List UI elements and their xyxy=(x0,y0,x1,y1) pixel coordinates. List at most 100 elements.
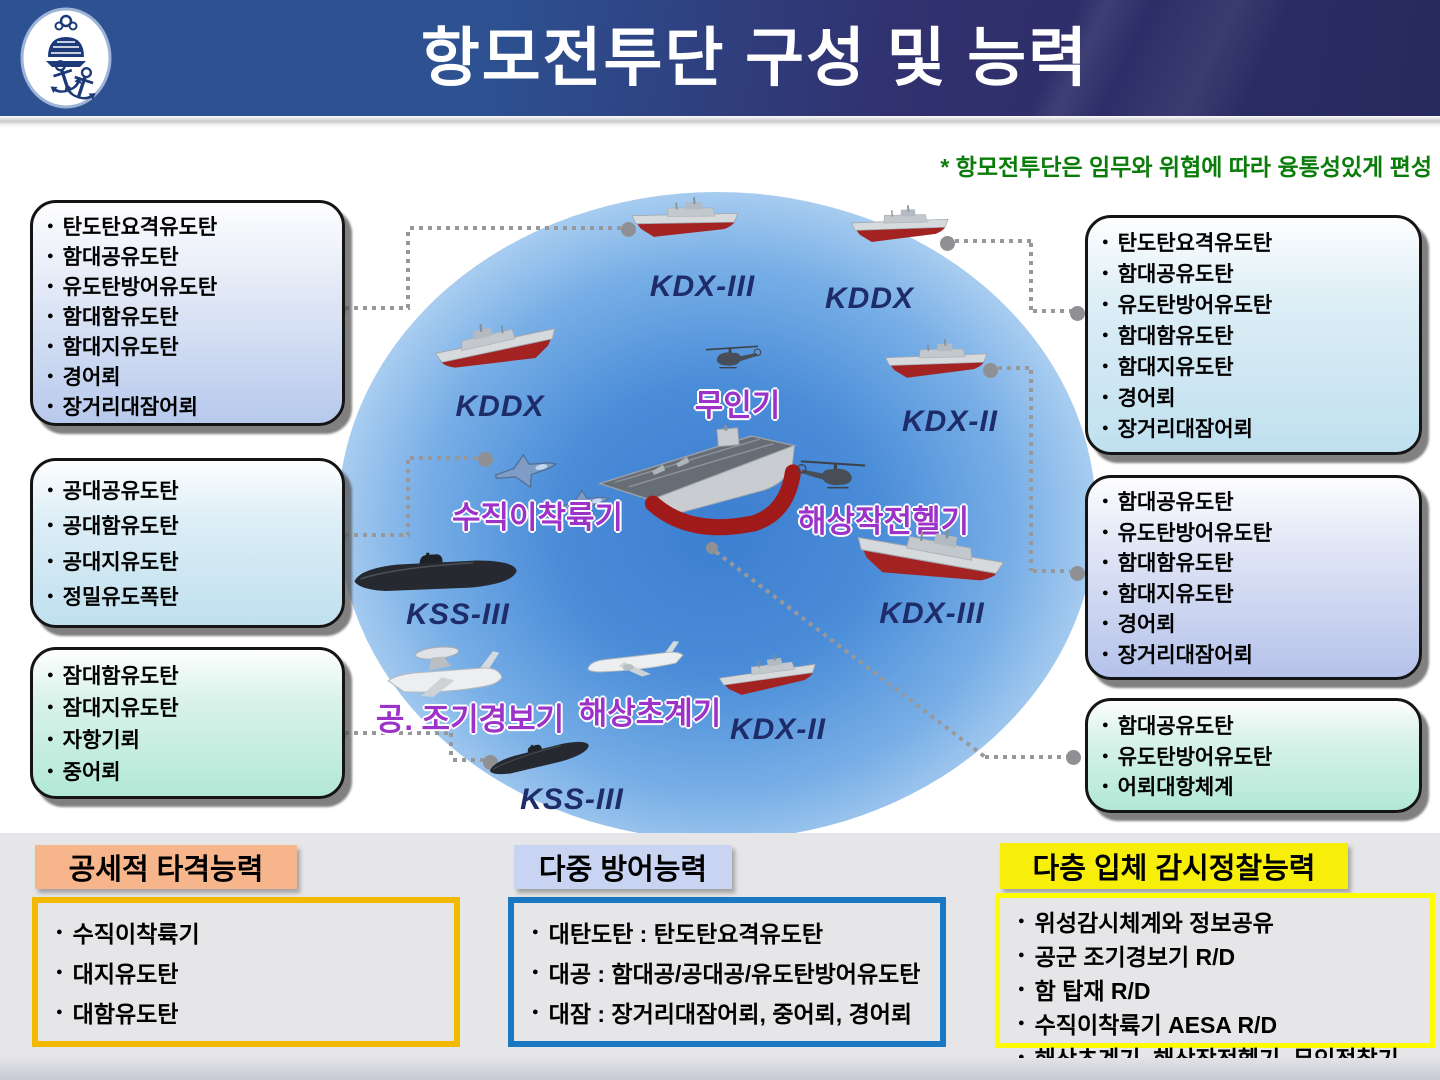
weapon-item-label: 탄도탄요격유도탄 xyxy=(1117,232,1273,255)
weapon-item: ● 함대지유도탄 xyxy=(1102,351,1413,381)
submarine-icon xyxy=(347,543,524,604)
weapon-item: ● 함대공유도탄 xyxy=(47,241,336,271)
weapon-item-label: 잠대지유도탄 xyxy=(62,697,179,720)
weapon-item-label: 함대지유도탄 xyxy=(1117,356,1234,379)
connector-line xyxy=(345,306,410,310)
navy-emblem-logo: ⚓ ⚓ xyxy=(20,7,112,111)
bullet: ● xyxy=(47,733,54,745)
weapon-item: ●함대지유도탄 xyxy=(1102,578,1413,608)
weapon-item-label: 자항기뢰 xyxy=(62,729,140,752)
capability-item-label: 대잠 : 장거리대잠어뢰, 중어뢰, 경어뢰 xyxy=(548,1001,913,1027)
header-bar xyxy=(0,0,1440,116)
capability-item: ●대공 : 함대공/공대공/유도탄방어유도탄 xyxy=(532,955,930,989)
weapon-item-label: 유도탄방어유도탄 xyxy=(1117,294,1273,317)
bullet: ● xyxy=(1102,422,1109,434)
connector-line xyxy=(998,366,1033,370)
weapon-item-label: 함대함유도탄 xyxy=(62,306,179,329)
capability-item-label: 공군 조기경보기 R/D xyxy=(1034,944,1236,970)
aircraft-label: 무인기 xyxy=(694,388,781,423)
capability-item: ●대잠 : 장거리대잠어뢰, 중어뢰, 경어뢰 xyxy=(532,995,930,1029)
weapon-item: ●공대공유도탄 xyxy=(47,475,336,505)
destroyer-icon xyxy=(846,201,955,254)
connector-line xyxy=(985,755,1068,759)
bullet: ● xyxy=(1102,718,1109,731)
connector-line xyxy=(1033,569,1070,573)
bullet: ● xyxy=(1102,617,1109,630)
weapon-item-label: 어뢰대항체계 xyxy=(1117,776,1234,800)
weapon-item: ●중어뢰 xyxy=(47,756,336,786)
capability-item-label: 수직이착륙기 AESA R/D xyxy=(1034,1012,1278,1038)
bullet: ● xyxy=(1102,525,1109,538)
weapon-item-label: 함대함유도탄 xyxy=(1117,552,1234,576)
aircraft-label: 수직이착륙기 xyxy=(451,500,624,535)
bullet: ● xyxy=(1018,949,1025,961)
bullet: ● xyxy=(47,483,54,496)
weapon-item-label: 장거리대잠어뢰 xyxy=(1117,643,1253,667)
bullet: ● xyxy=(1102,780,1109,793)
weapon-item-label: 함대지유도탄 xyxy=(62,336,179,359)
bullet: ● xyxy=(56,926,63,938)
capability-item-label: 대함유도탄 xyxy=(72,1001,179,1027)
capability-item: ●대지유도탄 xyxy=(56,955,444,989)
bullet: ● xyxy=(47,310,54,322)
weapon-item: ● 경어뢰 xyxy=(1102,608,1413,638)
weapon-item: ● 함대공유도탄 xyxy=(1102,486,1413,516)
connector-line xyxy=(1029,243,1033,311)
header-bevel xyxy=(0,116,1440,128)
bullet: ● xyxy=(47,701,54,713)
bullet: ● xyxy=(1102,267,1109,279)
connector-line xyxy=(1029,370,1033,571)
weapon-item-label: 공대함유도탄 xyxy=(62,515,179,539)
weapon-item-label: 함대지유도탄 xyxy=(1117,582,1234,606)
weapon-item: ●탄도탄요격유도탄 xyxy=(47,211,336,241)
ship-label: KSS-III xyxy=(520,783,624,816)
capability-item: ● 수직이착륙기 AESA R/D xyxy=(1018,1006,1420,1040)
connector-line xyxy=(406,460,410,535)
weapon-item: ●함대공유도탄 xyxy=(1102,258,1413,288)
bullet: ● xyxy=(1102,360,1109,372)
connector-dot xyxy=(621,222,636,237)
connector-line xyxy=(453,758,485,762)
weapon-item: ●함대공유도탄 xyxy=(1102,710,1413,740)
weapon-item-label: 정밀유도폭탄 xyxy=(62,586,179,610)
weapon-item: ●공대함유도탄 xyxy=(47,510,336,540)
capability-box-strike: ●수직이착륙기●대지유도탄●대함유도탄 xyxy=(32,897,460,1047)
weapon-item-label: 함대공유도탄 xyxy=(62,246,179,269)
capability-header-surveillance: 다층 입체 감시정찰능력 xyxy=(1000,843,1348,889)
weapon-item: ● 잠대지유도탄 xyxy=(47,692,336,722)
capability-header-defense: 다중 방어능력 xyxy=(514,845,732,889)
bullet: ● xyxy=(1102,298,1109,310)
bullet: ● xyxy=(47,400,54,412)
connector-line xyxy=(955,239,1033,243)
ship-label: KDX-II xyxy=(730,713,826,746)
bullet: ● xyxy=(56,1006,63,1018)
capability-item: ● 대함유도탄 xyxy=(56,995,444,1029)
bullet: ● xyxy=(1102,495,1109,508)
bullet: ● xyxy=(47,590,54,603)
connector-dot xyxy=(478,452,493,467)
uav-helicopter-icon xyxy=(702,342,762,376)
page-title: 항모전투단 구성 및 능력 xyxy=(420,22,1090,94)
capability-item-label: 함 탑재 R/D xyxy=(1034,978,1151,1004)
weapons-box-right-3: ●함대공유도탄●유도탄방어유도탄 ● 어뢰대항체계 xyxy=(1085,698,1422,813)
bullet: ● xyxy=(1018,1017,1025,1029)
bullet: ● xyxy=(47,250,54,262)
bullet: ● xyxy=(47,280,54,292)
connector-dot xyxy=(1066,750,1081,765)
weapon-item-label: 함대공유도탄 xyxy=(1117,491,1234,515)
weapon-item: ● 정밀유도폭탄 xyxy=(47,581,336,611)
capability-item-label: 위성감시체계와 정보공유 xyxy=(1034,910,1274,936)
weapon-item-label: 경어뢰 xyxy=(1117,613,1176,637)
weapon-item-label: 경어뢰 xyxy=(1117,387,1176,410)
weapon-item: ●유도탄방어유도탄 xyxy=(1102,741,1413,771)
weapon-item-label: 공대지유도탄 xyxy=(62,550,179,574)
bullet: ● xyxy=(47,370,54,382)
connector-dot xyxy=(706,542,718,554)
bullet: ● xyxy=(1102,236,1109,248)
capability-item-label: 대지유도탄 xyxy=(72,961,179,987)
ship-label: KSS-III xyxy=(406,598,510,631)
weapon-item-label: 장거리대잠어뢰 xyxy=(62,396,198,419)
connector-line xyxy=(449,733,453,760)
weapon-item: ●함대지유도탄 xyxy=(47,331,336,361)
weapon-item: ●장거리대잠어뢰 xyxy=(1102,413,1413,443)
